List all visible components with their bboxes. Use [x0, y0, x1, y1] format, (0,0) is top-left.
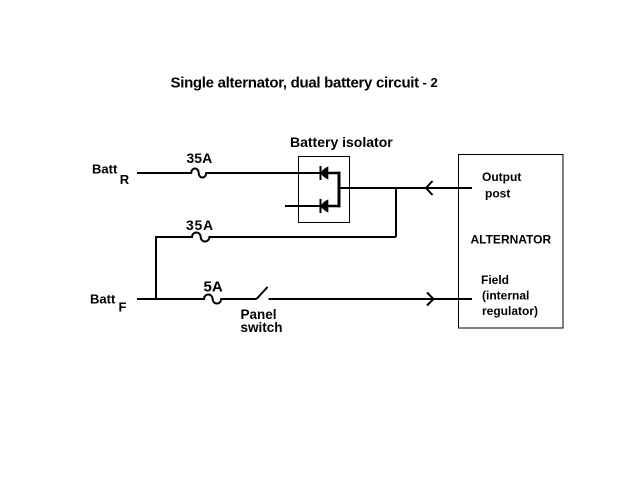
- svg-text:Battery isolator: Battery isolator: [290, 134, 393, 150]
- svg-text:R: R: [120, 172, 130, 187]
- svg-text:ALTERNATOR: ALTERNATOR: [471, 233, 552, 247]
- svg-text:35A: 35A: [186, 217, 214, 233]
- svg-text:Panel: Panel: [241, 307, 277, 322]
- svg-text:Batt: Batt: [92, 162, 118, 177]
- svg-text:Output: Output: [482, 170, 521, 184]
- svg-text:Field: Field: [481, 273, 509, 287]
- svg-text:switch: switch: [241, 320, 283, 335]
- svg-text:(internal: (internal: [482, 289, 529, 303]
- svg-text:35A: 35A: [187, 150, 213, 166]
- svg-text:- 2: - 2: [423, 75, 438, 90]
- svg-text:post: post: [485, 187, 510, 201]
- svg-text:Batt: Batt: [90, 292, 116, 307]
- svg-text:5A: 5A: [204, 279, 223, 296]
- svg-text:F: F: [119, 300, 127, 315]
- svg-text:regulator): regulator): [482, 304, 538, 318]
- svg-text:Single alternator, dual batter: Single alternator, dual battery circuit: [171, 74, 420, 91]
